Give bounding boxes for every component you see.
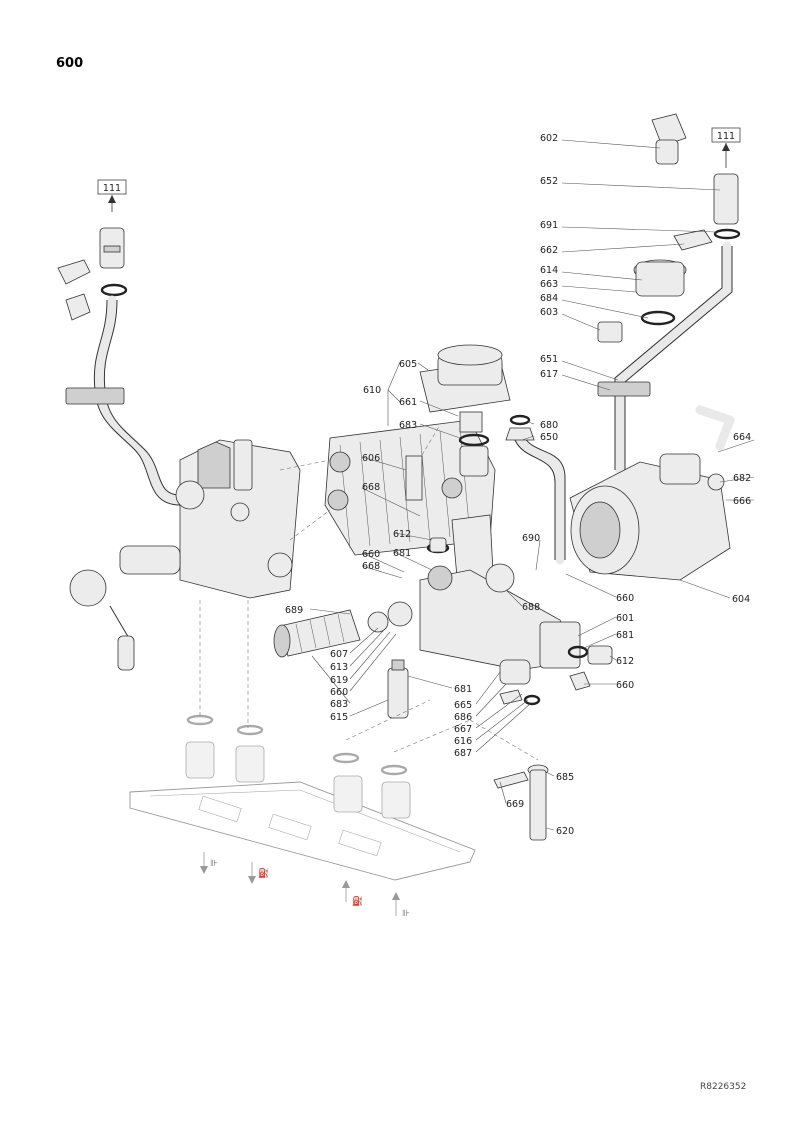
callout-660-right: 660 — [616, 593, 634, 604]
document-reference: R8226352 — [700, 1082, 747, 1092]
callout-613: 613 — [330, 662, 348, 673]
callout-684: 684 — [540, 293, 558, 304]
callout-682: 682 — [733, 473, 751, 484]
callout-614: 614 — [540, 265, 558, 276]
callout-603: 603 — [540, 307, 558, 318]
callout-683-upper: 683 — [399, 420, 417, 431]
callout-651: 651 — [540, 354, 558, 365]
central-valve-body — [419, 514, 581, 671]
callout-683-lower: 683 — [330, 699, 348, 710]
right-reference-box: 111 — [711, 127, 741, 168]
callout-666: 666 — [733, 496, 751, 507]
callout-620: 620 — [556, 826, 574, 837]
callout-606: 606 — [362, 453, 380, 464]
left-reference-box: 111 — [97, 179, 127, 212]
svg-text:⛽: ⛽ — [352, 895, 363, 907]
svg-text:⊪: ⊪ — [210, 859, 218, 869]
callout-617: 617 — [540, 369, 558, 380]
callout-607: 607 — [330, 649, 348, 660]
callout-652: 652 — [540, 176, 558, 187]
callout-681-center: 681 — [454, 684, 472, 695]
callout-681-right: 681 — [616, 630, 634, 641]
right-pipe-assembly — [597, 113, 741, 475]
callout-615: 615 — [330, 712, 348, 723]
flow-symbols: ⊪ ⛽ ⛽ ⊪ — [200, 852, 410, 919]
circulation-pump — [569, 405, 735, 581]
callout-668-upper: 668 — [362, 482, 380, 493]
assembly-lines — [199, 424, 539, 761]
leader-lines — [309, 139, 755, 831]
left-pipe-assembly — [57, 227, 185, 506]
callout-612-right: 612 — [616, 656, 634, 667]
callout-663: 663 — [540, 279, 558, 290]
callout-619: 619 — [330, 675, 348, 686]
mounting-plate — [129, 714, 476, 881]
callout-605: 605 — [399, 359, 417, 370]
callout-668-lower: 668 — [362, 561, 380, 572]
callout-612-upper: 612 — [393, 529, 411, 540]
callout-610: 610 — [363, 385, 381, 396]
callout-650: 650 — [540, 432, 558, 443]
svg-text:111: 111 — [717, 131, 735, 142]
pressure-sensor — [387, 659, 409, 719]
callout-667: 667 — [454, 724, 472, 735]
callout-688: 688 — [522, 602, 540, 613]
callout-660-lower-left: 660 — [330, 687, 348, 698]
filter-cartridge — [273, 601, 413, 658]
callout-689: 689 — [285, 605, 303, 616]
callout-660-lower-right: 660 — [616, 680, 634, 691]
callout-680: 680 — [540, 420, 558, 431]
left-hydraulic-block — [69, 439, 301, 671]
callout-labels: 602 652 691 662 614 663 684 603 605 610 … — [285, 133, 751, 837]
connecting-pipe — [505, 414, 566, 565]
callout-662: 662 — [540, 245, 558, 256]
callout-601: 601 — [616, 613, 634, 624]
callout-664: 664 — [733, 432, 751, 443]
callout-602: 602 — [540, 133, 558, 144]
diverter-valve-motor — [419, 344, 511, 477]
svg-text:⊪: ⊪ — [402, 909, 410, 919]
callout-691: 691 — [540, 220, 558, 231]
callout-686: 686 — [454, 712, 472, 723]
page-title: 600 — [56, 56, 84, 71]
svg-text:⛽: ⛽ — [258, 867, 269, 879]
callout-616: 616 — [454, 736, 472, 747]
svg-text:111: 111 — [103, 183, 121, 194]
callout-687: 687 — [454, 748, 472, 759]
callout-690: 690 — [522, 533, 540, 544]
callout-665: 665 — [454, 700, 472, 711]
fill-valve — [493, 764, 549, 841]
callout-681-upper: 681 — [393, 548, 411, 559]
callout-660-upper: 660 — [362, 549, 380, 560]
callout-661: 661 — [399, 397, 417, 408]
callout-685: 685 — [556, 772, 574, 783]
callout-604: 604 — [732, 594, 750, 605]
callout-669: 669 — [506, 799, 524, 810]
